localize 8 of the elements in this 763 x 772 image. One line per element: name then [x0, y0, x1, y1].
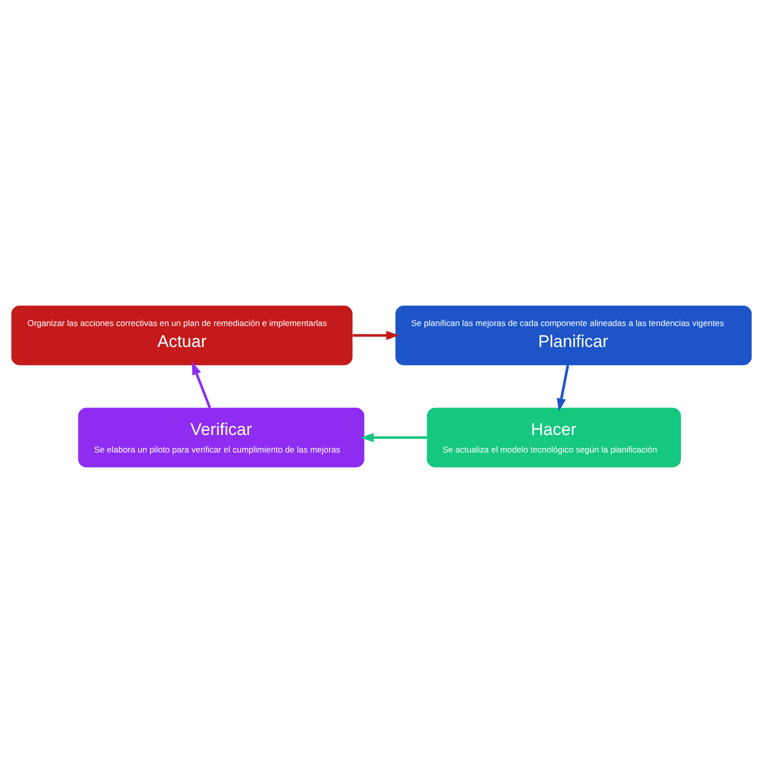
node-box: Verificar Se elabora un piloto para verificar el cumplimiento de las mejoras	[78, 407, 364, 467]
arrow	[352, 330, 400, 340]
node-box: Hacer Se actualiza el modelo tecnológico según la planificación	[426, 407, 681, 467]
arrow	[192, 361, 212, 408]
arrow	[556, 364, 570, 412]
node-box: Se planifican las mejoras de cada componente alineadas a las tendencias vigentes Planificar	[395, 305, 752, 365]
node-box: Organizar las acciones correctivas en un plan de remediación e implementarlas Actuar	[11, 305, 353, 365]
arrow	[360, 432, 427, 442]
